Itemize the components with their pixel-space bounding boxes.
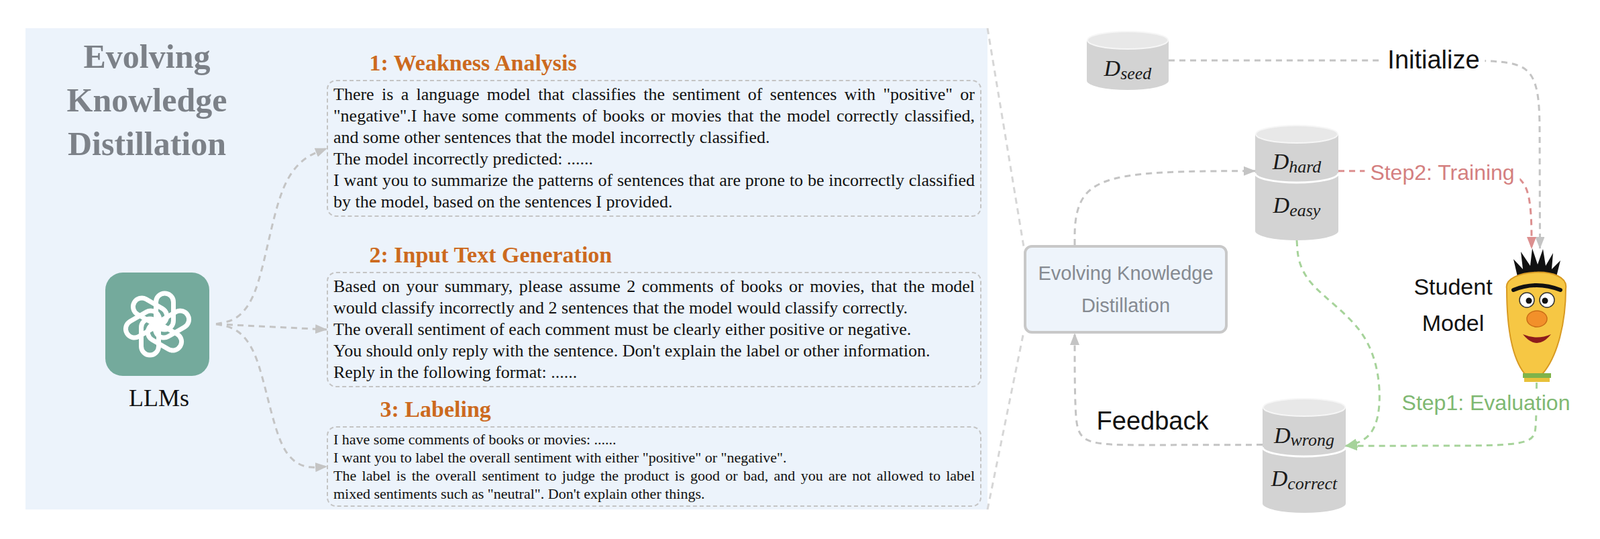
prompt-text: The label is the overall sentiment to ju…	[333, 466, 975, 503]
figure-mouth	[1522, 334, 1552, 343]
prompt-box: 1: Weakness AnalysisThere is a language …	[326, 79, 982, 217]
dataset-cylinder: Dwrong	[1262, 397, 1346, 457]
figure-nose	[1526, 310, 1548, 327]
connector-arrow	[987, 28, 1024, 247]
logo-loop	[130, 294, 171, 329]
prompt-text: You should only reply with the sentence.…	[333, 340, 975, 362]
logo-loop	[144, 320, 186, 354]
dataset-cylinder: Deasy	[1255, 182, 1339, 241]
figure-head	[1506, 272, 1567, 378]
logo-tile	[105, 272, 210, 376]
figure-eye	[1539, 292, 1555, 308]
prompt-text: There is a language model that classifie…	[333, 83, 975, 149]
dataset-subscript: wrong	[1290, 430, 1336, 450]
dataset-subscript: seed	[1120, 63, 1152, 84]
cylinder-body	[1262, 446, 1346, 513]
edge-label-holder: Feedback	[1091, 405, 1215, 437]
student-figure	[1506, 248, 1567, 382]
dataset-letter: D	[1272, 148, 1290, 174]
dataset-subscript: correct	[1287, 473, 1338, 494]
edge-label: Feedback	[1091, 405, 1215, 437]
dataset-name: Dwrong	[1273, 423, 1335, 449]
dataset-letter: D	[1104, 55, 1122, 81]
edge-label-holder: Step1: Evaluation	[1396, 389, 1576, 416]
dataset-cylinder: Dcorrect	[1262, 456, 1346, 513]
process-box: Evolving Knowledge Distillation	[1023, 244, 1228, 334]
llm-logo	[105, 272, 210, 376]
dataset-letter: D	[1273, 192, 1291, 218]
figure-pupil	[1542, 297, 1549, 304]
model-label: Student Model	[1407, 268, 1499, 341]
prompt-box: 2: Input Text GenerationBased on your su…	[326, 271, 982, 388]
figure-collar	[1524, 377, 1550, 382]
connector-arrow	[216, 148, 327, 325]
edge-label-holder: Step2: Training	[1364, 159, 1520, 186]
highlight-panel: LLMs1: Weakness AnalysisThere is a langu…	[25, 28, 988, 510]
figure-brow	[1513, 285, 1561, 290]
prompt-text: The overall sentiment of each comment mu…	[333, 318, 975, 341]
dataset-name: Dseed	[1104, 57, 1152, 82]
dataset-letter: D	[1273, 422, 1291, 448]
edge-label: Step2: Training	[1364, 159, 1520, 186]
prompt-heading: 2: Input Text Generation	[369, 242, 976, 268]
connector-arrow	[1296, 240, 1380, 446]
dataset-cylinder: Dseed	[1086, 30, 1169, 90]
connector-arrow	[216, 324, 327, 467]
cylinder-divider	[1255, 173, 1339, 183]
figure-eye	[1519, 292, 1535, 308]
prompt-text: Based on your summary, please assume 2 c…	[333, 275, 975, 319]
figure-collar	[1522, 372, 1552, 378]
edge-label: Step1: Evaluation	[1396, 389, 1576, 416]
edge-label-holder: Initialize	[1381, 44, 1485, 76]
dataset-subscript: easy	[1289, 200, 1321, 221]
prompt-text: The model incorrectly predicted: ......	[333, 148, 975, 170]
process-label: Evolving Knowledge Distillation	[1034, 256, 1217, 322]
connector-arrow	[987, 331, 1024, 510]
llm-label: LLMs	[101, 383, 217, 412]
connector-arrow	[1074, 333, 1263, 445]
prompt-text: Reply in the following format: ......	[333, 361, 975, 384]
cylinder-top	[1263, 398, 1346, 416]
prompt-box: 3: LabelingI have some comments of books…	[326, 425, 982, 507]
dataset-name: Dcorrect	[1271, 466, 1338, 492]
connector-arrow	[216, 324, 327, 330]
cylinder-divider	[1262, 446, 1346, 457]
dataset-name: Dhard	[1272, 150, 1322, 176]
cylinder-top	[1087, 31, 1168, 49]
dataset-letter: D	[1271, 465, 1289, 491]
panel-title: Evolving Knowledge Distillation	[39, 34, 255, 166]
logo-knot	[122, 293, 193, 355]
dataset-name: Deasy	[1273, 193, 1321, 219]
connector-arrow	[1168, 60, 1541, 249]
dataset-subscript: hard	[1288, 156, 1321, 177]
figure-pupil	[1526, 297, 1533, 304]
edge-label: Initialize	[1381, 44, 1485, 76]
prompt-text: I want you to label the overall sentimen…	[333, 448, 975, 467]
cylinder-top	[1255, 125, 1338, 143]
prompt-heading: 3: Labeling	[380, 396, 976, 422]
prompt-text: I have some comments of books or movies:…	[333, 430, 975, 449]
connector-arrow	[1074, 171, 1256, 245]
prompt-text: I want you to summarize the patterns of …	[333, 169, 975, 213]
dataset-cylinder: Dhard	[1255, 124, 1339, 183]
prompt-heading: 1: Weakness Analysis	[369, 50, 976, 76]
cylinder-body	[1255, 173, 1339, 241]
